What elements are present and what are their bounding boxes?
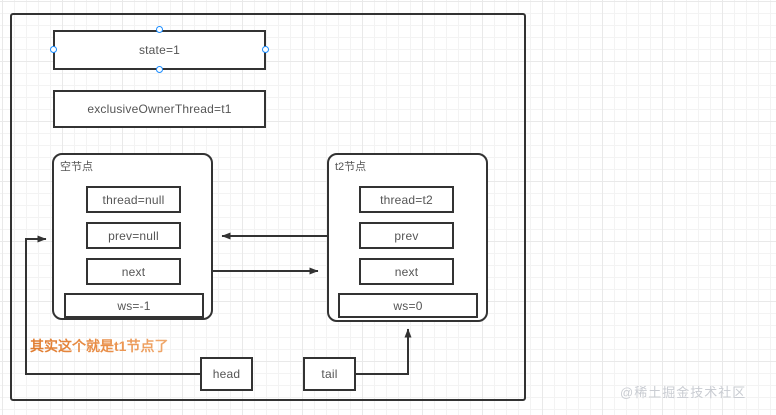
- pointer-box-tail[interactable]: tail: [303, 357, 356, 391]
- field-t2-node-waitstatus[interactable]: ws=0: [338, 293, 478, 318]
- outer-container-frame[interactable]: [10, 13, 526, 401]
- resize-handle-top[interactable]: [156, 26, 163, 33]
- field-empty-node-thread[interactable]: thread=null: [86, 186, 181, 213]
- node-title-t2-node: t2节点: [335, 161, 367, 173]
- resize-handle-bottom[interactable]: [156, 66, 163, 73]
- state-box[interactable]: state=1: [53, 30, 266, 70]
- field-t2-node-thread[interactable]: thread=t2: [359, 186, 454, 213]
- pointer-box-head[interactable]: head: [200, 357, 253, 391]
- field-empty-node-waitstatus[interactable]: ws=-1: [64, 293, 204, 318]
- annotation-t1-node: 其实这个就是t1节点了: [30, 338, 169, 354]
- resize-handle-right[interactable]: [262, 46, 269, 53]
- field-empty-node-prev[interactable]: prev=null: [86, 222, 181, 249]
- field-t2-node-next[interactable]: next: [359, 258, 454, 285]
- resize-handle-left[interactable]: [50, 46, 57, 53]
- field-empty-node-next[interactable]: next: [86, 258, 181, 285]
- node-title-empty-node: 空节点: [60, 161, 93, 173]
- watermark: @稀土掘金技术社区: [620, 385, 747, 400]
- field-t2-node-prev[interactable]: prev: [359, 222, 454, 249]
- exclusive-owner-thread-box[interactable]: exclusiveOwnerThread=t1: [53, 90, 266, 128]
